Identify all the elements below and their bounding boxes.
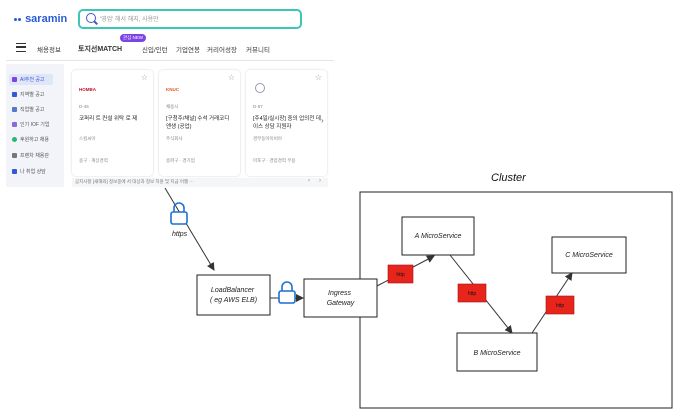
company-name: 경부동아이비아 [253, 136, 282, 141]
a-microservice-box [401, 216, 475, 256]
website-screenshot: saramin '영업' 해서 해지, 사용만 관심 NEW 채용정보 토지선M… [6, 4, 334, 187]
http-tag-label: http [556, 303, 565, 309]
job-card[interactable]: ☆ KNUC 채용시 [구청주/채널] 수석 거래코디 앤생 (공업) 주식회사… [159, 70, 240, 176]
star-icon[interactable]: ☆ [314, 73, 322, 82]
http-tag-bg [457, 283, 487, 303]
search-input[interactable]: '영업' 해서 해지, 사용만 [78, 9, 302, 29]
star-icon[interactable]: ☆ [140, 73, 148, 82]
nav-badge: 관심 NEW [120, 34, 147, 42]
http-tag-label: http [396, 272, 405, 278]
https-label: https [172, 231, 188, 238]
http-tag: http [457, 283, 487, 303]
company-name: 스킬씨아 [79, 136, 96, 141]
search-placeholder: '영업' 해서 해지, 사용만 [100, 17, 159, 23]
job-meta: 용구 · 계상경력 [79, 158, 108, 163]
job-card[interactable]: ☆ HOMBA D-46 코퍼리 트 컨설 위탁 로 제 스킬씨아 용구 · 계… [72, 70, 153, 176]
chevron-right-icon[interactable]: › [321, 116, 324, 125]
sidebar-item[interactable]: 직업별 공고 [12, 106, 44, 113]
chevron-left-icon[interactable]: ‹ [308, 178, 310, 184]
notice-text: 공지사항 [새해와] 정보중에 서 대상과 정보 지원 및 지금 어쨌 ··· [75, 179, 194, 184]
sparkle-icon [12, 77, 17, 82]
dday: D-46 [79, 104, 89, 109]
chevron-right-icon[interactable]: › [319, 178, 321, 184]
dday: 채용시 [166, 104, 179, 109]
lock-icon [278, 281, 296, 304]
job-meta: 송파구 · 경기업 [166, 158, 195, 163]
ingress-line: Ingress [328, 290, 351, 297]
b-microservice-label: B MicroService [473, 350, 520, 357]
sidebar-item[interactable]: 나 취업 상담 [12, 168, 46, 175]
chat-icon [12, 169, 17, 174]
sidebar-item[interactable]: AI추천 공고 [9, 74, 53, 85]
connector-https [164, 187, 215, 271]
job-title: [주4일/실시장] 중의 업의전 데이스 상담 지원자 [253, 116, 321, 130]
load-balancer-label: LoadBalancer ( eg AWS ELB) [210, 287, 257, 304]
job-meta: 마포구 · 경업경력 무용 [253, 158, 296, 163]
c-microservice-box [551, 236, 627, 274]
saramin-logo[interactable]: saramin [14, 13, 67, 25]
b-microservice-box [456, 332, 538, 372]
sidebar-item[interactable]: 프랜차 채용관 [12, 152, 49, 159]
ingress-line: Gateway [327, 300, 355, 307]
http-tag-bg [387, 264, 414, 284]
cluster-title: Cluster [491, 172, 527, 184]
notice-bar: 공지사항 [새해와] 정보중에 서 대상과 정보 지원 및 지금 어쨌 ··· … [72, 178, 328, 187]
sidebar-item[interactable]: 인기 IOF 기업 [12, 121, 50, 128]
company-logo: KNUC [166, 87, 179, 92]
sidebar: AI추천 공고 지역별 공고 직업별 공고 인기 IOF 기업 후원하고 채용 … [6, 64, 64, 187]
load-balancer-line: ( eg AWS ELB) [210, 297, 257, 304]
sidebar-item[interactable]: 지역별 공고 [12, 91, 44, 98]
job-title: 코퍼리 트 컨설 위탁 로 제 [79, 116, 138, 122]
dday: D-57 [253, 104, 263, 109]
briefcase-icon [12, 107, 17, 112]
load-balancer-box [196, 274, 271, 316]
lock-icon [170, 202, 188, 225]
nav-item[interactable]: 채용정보 [37, 47, 61, 54]
http-tag: http [545, 295, 575, 315]
ingress-label: Ingress Gateway [327, 290, 355, 307]
nav-item[interactable]: 기업연봉 [176, 47, 200, 54]
nav-divider [6, 60, 334, 61]
c-microservice-label: C MicroService [565, 252, 613, 259]
check-icon [12, 137, 17, 142]
http-tag-label: http [468, 291, 477, 297]
nav-item[interactable]: 토지선MATCH [78, 46, 123, 53]
nav-item[interactable]: 커리어성장 [207, 47, 237, 54]
http-tag-bg [545, 295, 575, 315]
a-microservice-label: A MicroService [414, 233, 462, 240]
menu-icon[interactable] [16, 43, 26, 52]
search-icon [86, 13, 96, 23]
job-card[interactable]: ☆ D-57 [주4일/실시장] 중의 업의전 데이스 상담 지원자 경부동아이… [246, 70, 327, 176]
company-logo: HOMBA [79, 87, 96, 92]
company-name: 주식회사 [166, 136, 183, 141]
star-icon[interactable]: ☆ [227, 73, 235, 82]
http-tag: http [387, 264, 414, 284]
sidebar-item[interactable]: 후원하고 채용 [12, 136, 49, 143]
nav-item[interactable]: 신입/인턴 [142, 47, 168, 54]
location-icon [12, 92, 17, 97]
job-title: [구청주/채널] 수석 거래코디 앤생 (공업) [166, 116, 230, 130]
ingress-gateway-box [303, 278, 378, 318]
company-logo-icon [255, 83, 265, 93]
load-balancer-line: LoadBalancer [211, 287, 255, 294]
building-icon [12, 122, 17, 127]
store-icon [12, 153, 17, 158]
nav-item[interactable]: 커뮤니티 [246, 47, 270, 54]
